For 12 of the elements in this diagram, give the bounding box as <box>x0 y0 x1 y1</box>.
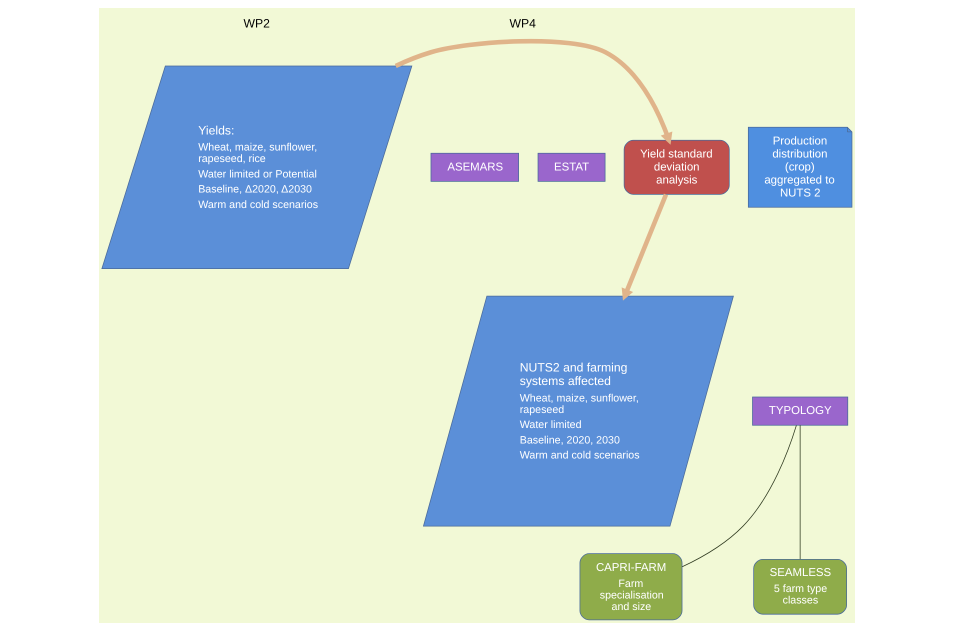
node-box: ASEMARS <box>430 152 518 182</box>
arrow <box>621 194 668 301</box>
label: WP4 <box>508 16 536 31</box>
node-box: TYPOLOGY <box>752 396 848 426</box>
node-box: ESTAT <box>537 152 605 182</box>
arrow <box>394 38 672 145</box>
node-box: Yield standard deviation analysis <box>623 140 730 195</box>
node-box: SEAMLESS 5 farm type classes <box>752 558 846 615</box>
node-box: CAPRI-FARM Farm specialisation and size <box>579 553 682 620</box>
connector <box>681 425 796 568</box>
connector <box>799 424 800 560</box>
node-label: WP2 <box>243 16 270 31</box>
